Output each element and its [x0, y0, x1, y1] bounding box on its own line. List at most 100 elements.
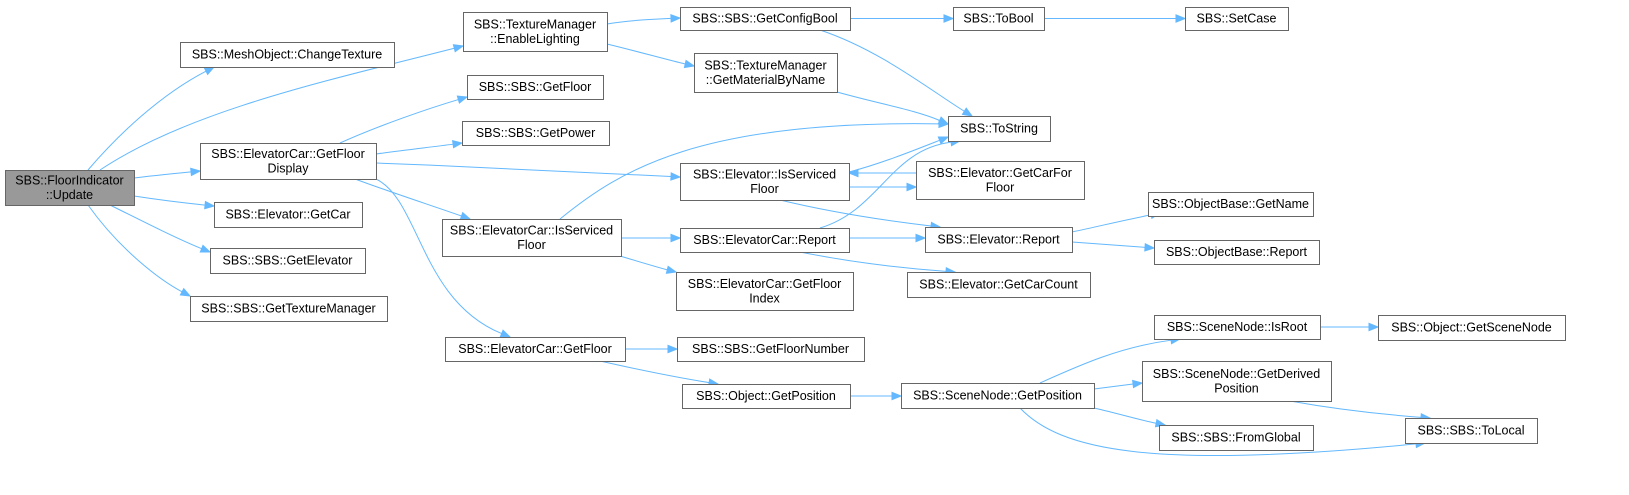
edge-line	[599, 360, 710, 384]
graph-node[interactable]: SBS::SBS::GetFloor	[467, 75, 604, 100]
edge-n3-to-n15	[354, 178, 472, 220]
edge-line	[1093, 407, 1157, 424]
graph-node[interactable]: SBS::SBS::ToLocal	[1405, 418, 1538, 444]
edge-line	[1093, 383, 1134, 390]
graph-node[interactable]: SBS::ObjectBase::GetName	[1148, 192, 1314, 217]
graph-node[interactable]: SBS::Object::GetSceneNode	[1378, 315, 1566, 341]
edge-n3-to-n12	[339, 95, 469, 144]
graph-node[interactable]: SBS::SBS::FromGlobal	[1159, 425, 1314, 451]
node-box	[1148, 192, 1314, 217]
edge-line	[559, 123, 940, 220]
node-box	[1154, 240, 1320, 265]
edge-n9-to-n10	[1044, 14, 1187, 23]
edge-line	[1071, 214, 1152, 233]
edge-line	[133, 195, 206, 206]
node-box	[1159, 425, 1314, 451]
node-box	[200, 143, 377, 180]
node-box	[190, 296, 388, 322]
edge-line	[1071, 241, 1146, 248]
graph-node[interactable]: SBS::SceneNode::GetPosition	[901, 383, 1095, 409]
arrowhead-icon	[456, 95, 469, 104]
edge-n16-to-n24	[625, 344, 679, 354]
graph-node[interactable]: SBS::MeshObject::ChangeTexture	[180, 42, 395, 68]
edge-n2-to-n7	[606, 14, 682, 25]
node-label: SBS::SBS::GetConfigBool	[692, 12, 837, 26]
node-box	[953, 7, 1045, 31]
graph-node[interactable]: SBS::SetCase	[1185, 7, 1289, 31]
graph-node[interactable]: SBS::ObjectBase::Report	[1154, 240, 1320, 265]
edge-n14-to-n18	[779, 199, 942, 231]
node-label: SBS::SBS::GetPower	[476, 126, 596, 140]
node-label: ::Update	[46, 188, 93, 202]
node-box	[445, 337, 626, 362]
node-label: SBS::FloorIndicator	[15, 173, 123, 187]
graph-node[interactable]: SBS::Elevator::GetCarCount	[907, 272, 1091, 298]
node-box	[680, 7, 851, 31]
graph-node[interactable]: SBS::ToBool	[953, 7, 1045, 31]
arrowhead-icon	[1132, 379, 1144, 389]
graph-node[interactable]: SBS::SBS::GetElevator	[210, 248, 366, 274]
node-label: SBS::Object::GetPosition	[696, 389, 836, 403]
edge-n17-to-n14	[847, 168, 916, 178]
node-label: SBS::Elevator::IsServiced	[693, 167, 836, 181]
graph-node[interactable]: SBS::SceneNode::IsRoot	[1154, 315, 1321, 340]
node-box	[180, 42, 395, 68]
node-box	[463, 12, 608, 52]
graph-node[interactable]: SBS::TextureManager::GetMaterialByName	[694, 53, 838, 93]
node-box	[462, 121, 610, 146]
graph-node[interactable]: SBS::SBS::GetPower	[462, 121, 610, 146]
edge-n18-to-n22	[1071, 241, 1156, 252]
node-box	[676, 272, 854, 311]
arrowhead-icon	[452, 44, 465, 53]
node-label: Floor	[986, 180, 1014, 194]
arrowhead-icon	[906, 182, 918, 192]
node-label: SBS::ToString	[960, 122, 1038, 136]
graph-node[interactable]: SBS::ElevatorCar::Report	[680, 228, 850, 253]
graph-node[interactable]: SBS::ToString	[948, 116, 1051, 142]
edge-line	[99, 47, 455, 171]
arrowhead-icon	[1368, 322, 1380, 332]
graph-node[interactable]: SBS::Object::GetPosition	[682, 384, 851, 409]
edge-line	[133, 171, 192, 179]
edge-n26-to-n30	[1093, 407, 1167, 428]
node-box	[907, 272, 1091, 298]
graph-node[interactable]: SBS::TextureManager::EnableLighting	[463, 12, 608, 52]
graph-node[interactable]: SBS::Elevator::Report	[925, 227, 1073, 253]
graph-node[interactable]: SBS::Elevator::GetCar	[214, 202, 363, 228]
graph-node[interactable]: SBS::SBS::GetTextureManager	[190, 296, 388, 322]
node-label: Index	[749, 291, 780, 305]
node-label: SBS::Elevator::GetCarCount	[919, 278, 1078, 292]
node-label: SBS::TextureManager	[704, 58, 826, 72]
edge-n27-to-n28	[1320, 322, 1380, 332]
node-label: SBS::ElevatorCar::GetFloor	[458, 342, 612, 356]
root-node[interactable]: SBS::FloorIndicator::Update	[5, 170, 135, 206]
graph-node[interactable]: SBS::SBS::GetConfigBool	[680, 7, 851, 31]
node-box	[467, 75, 604, 100]
node-label: SBS::TextureManager	[474, 17, 596, 31]
edge-line	[799, 251, 947, 272]
node-label: SBS::Elevator::GetCar	[225, 208, 350, 222]
graph-node[interactable]: SBS::ElevatorCar::GetFloor	[445, 337, 626, 362]
node-label: SBS::ElevatorCar::IsServiced	[450, 223, 613, 237]
graph-node[interactable]: SBS::SBS::GetFloorNumber	[677, 337, 865, 362]
node-box	[677, 337, 865, 362]
node-label: SBS::ObjectBase::GetName	[1152, 197, 1309, 211]
node-box	[916, 161, 1085, 200]
arrowhead-icon	[665, 265, 678, 274]
edge-line	[779, 199, 932, 227]
edge-line	[375, 162, 672, 178]
arrowhead-icon	[1144, 243, 1156, 252]
nodes-layer: SBS::FloorIndicator::Update SBS::MeshObje…	[5, 7, 1566, 451]
arrowhead-icon	[683, 59, 696, 69]
node-label: SBS::SBS::FromGlobal	[1171, 431, 1300, 445]
node-label: SBS::SceneNode::IsRoot	[1167, 320, 1308, 334]
edge-line	[619, 255, 668, 271]
edge-line	[606, 43, 686, 65]
